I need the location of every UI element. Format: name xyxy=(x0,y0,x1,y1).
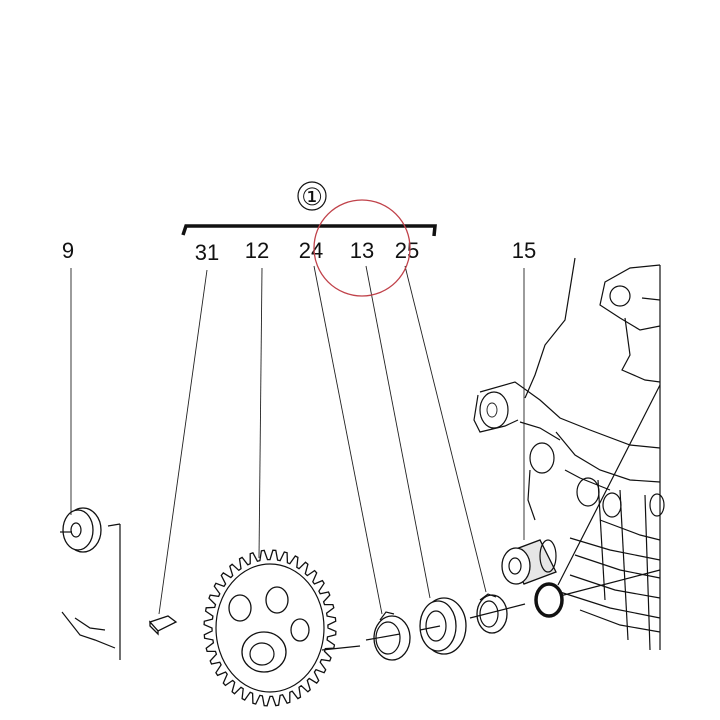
part-13-bearing xyxy=(419,597,467,655)
highlight-circle xyxy=(313,199,411,297)
label-part-12: 12 xyxy=(245,238,269,263)
leader-lines xyxy=(70,265,525,615)
left-fragment xyxy=(61,523,121,660)
group-bracket xyxy=(181,181,437,237)
label-part-9: 9 xyxy=(62,238,74,263)
part-25-circlip xyxy=(469,593,526,634)
label-part-31: 31 xyxy=(195,240,219,265)
label-part-15: 15 xyxy=(512,238,536,263)
label-part-13: 13 xyxy=(350,238,374,263)
label-part-25: 25 xyxy=(395,238,419,263)
group-number-label: ① xyxy=(301,183,323,211)
assembly-axis xyxy=(557,384,661,597)
engine-casing xyxy=(473,257,665,651)
part-31-key xyxy=(148,615,178,636)
part-24-circlip xyxy=(365,611,411,661)
part-15-sleeve xyxy=(501,539,557,585)
part-9-washer xyxy=(60,507,102,553)
o-ring xyxy=(534,582,564,618)
part-number-labels: 9 31 12 24 13 25 15 xyxy=(62,238,536,265)
label-part-24: 24 xyxy=(299,238,323,263)
part-12-gear xyxy=(203,549,361,707)
